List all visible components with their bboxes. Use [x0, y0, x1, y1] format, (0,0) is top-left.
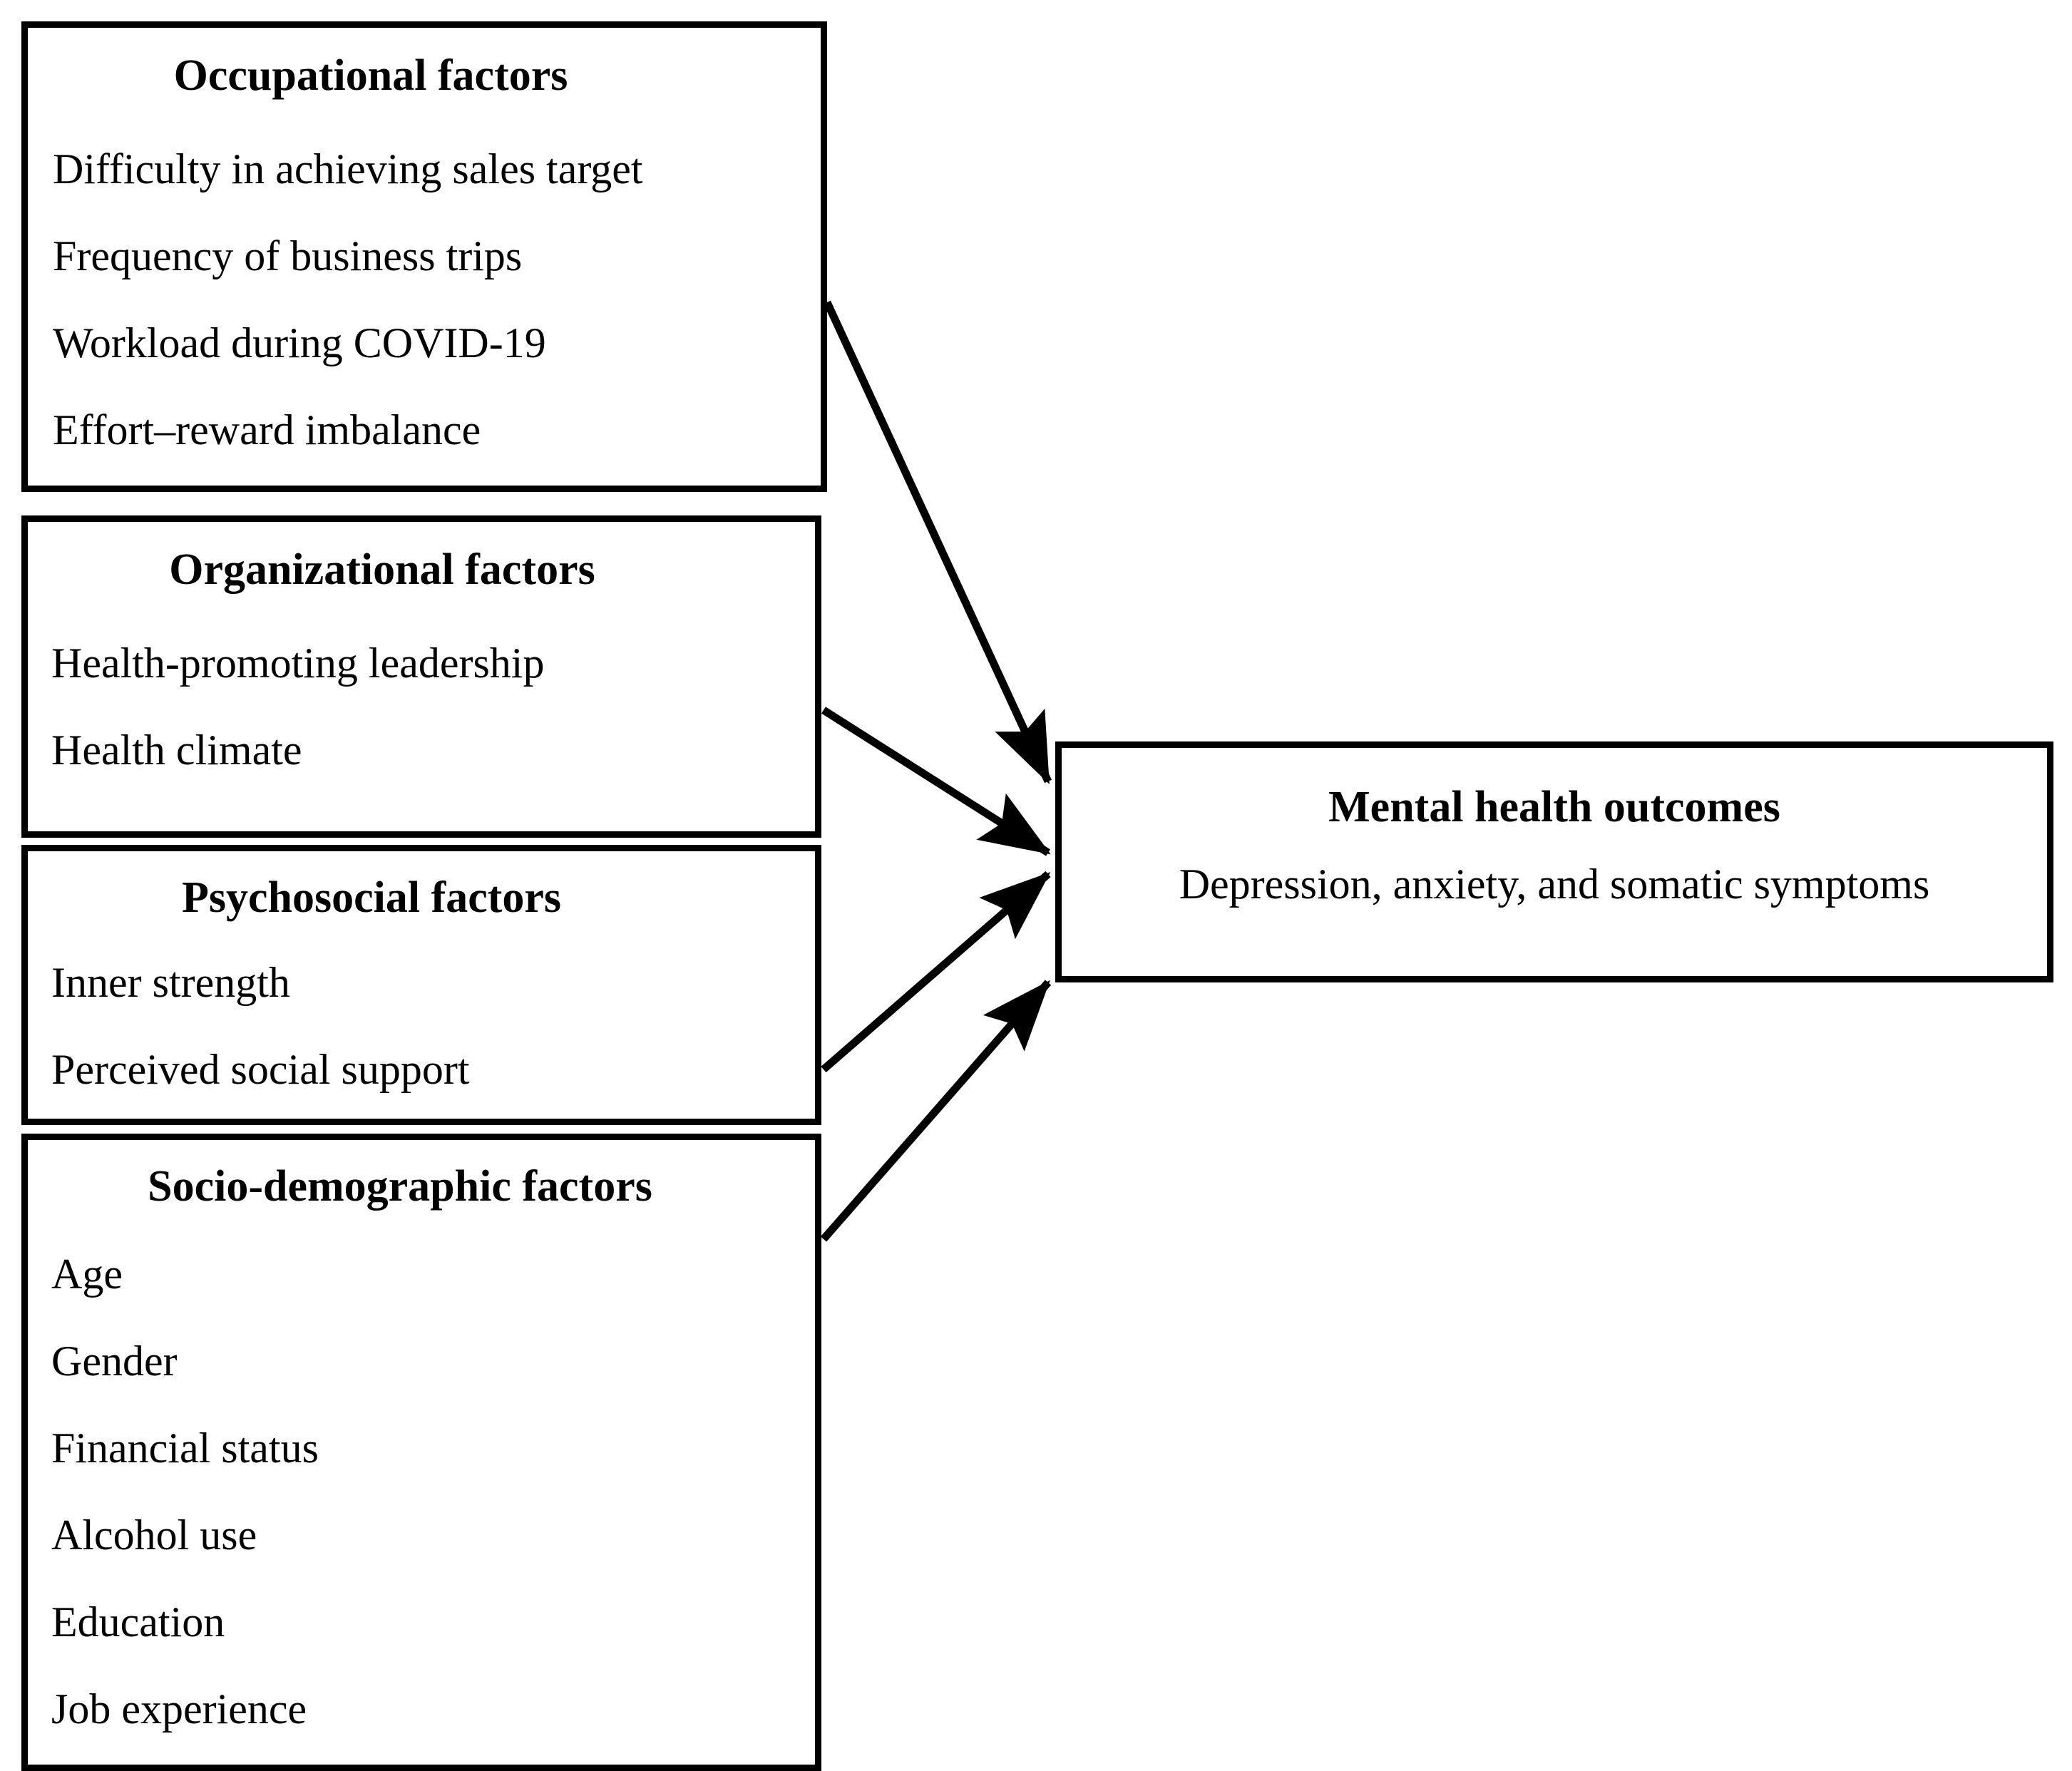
- list-item: Difficulty in achieving sales target: [53, 145, 643, 192]
- box-psychosocial-items: Inner strength Perceived social support: [28, 939, 815, 1113]
- list-item: Perceived social support: [51, 1046, 470, 1093]
- list-item: Gender: [51, 1338, 178, 1385]
- list-item: Age: [51, 1251, 123, 1298]
- list-item: Alcohol use: [51, 1511, 257, 1559]
- box-organizational-items: Health-promoting leadership Health clima…: [28, 620, 815, 794]
- list-item: Frequency of business trips: [53, 232, 523, 279]
- box-mental-health-outcomes: Mental health outcomes Depression, anxie…: [1055, 741, 2053, 982]
- box-sociodemographic-title: Socio-demographic factors: [148, 1162, 652, 1211]
- box-organizational-factors: Organizational factors Health-promoting …: [21, 515, 821, 838]
- arrow-occupational-to-outcome: [824, 300, 1052, 784]
- box-organizational-title: Organizational factors: [169, 545, 595, 594]
- box-occupational-factors: Occupational factors Difficulty in achie…: [21, 21, 827, 492]
- list-item: Job experience: [51, 1685, 307, 1732]
- box-occupational-title: Occupational factors: [173, 51, 568, 100]
- box-psychosocial-factors: Psychosocial factors Inner strength Perc…: [21, 845, 821, 1125]
- arrow-organizational-to-outcome: [821, 707, 1051, 856]
- box-sociodemographic-items: Age Gender Financial status Alcohol use …: [28, 1231, 815, 1752]
- list-item: Effort–reward imbalance: [53, 406, 481, 453]
- list-item: Financial status: [51, 1424, 319, 1472]
- box-outcome-items: Depression, anxiety, and somatic symptom…: [1062, 858, 2047, 910]
- list-item: Workload during COVID-19: [53, 319, 546, 366]
- list-item: Education: [51, 1598, 225, 1646]
- arrow-sociodemographic-to-outcome: [820, 980, 1052, 1242]
- box-outcome-title: Mental health outcomes: [1328, 783, 1780, 831]
- list-item: Inner strength: [51, 959, 290, 1006]
- box-psychosocial-title: Psychosocial factors: [181, 873, 562, 922]
- box-occupational-items: Difficulty in achieving sales target Fre…: [28, 125, 821, 473]
- list-item: Depression, anxiety, and somatic symptom…: [1179, 861, 1930, 908]
- box-sociodemographic-factors: Socio-demographic factors Age Gender Fin…: [21, 1134, 821, 1771]
- arrow-psychosocial-to-outcome: [821, 871, 1051, 1073]
- list-item: Health climate: [51, 727, 302, 774]
- list-item: Health-promoting leadership: [51, 640, 545, 687]
